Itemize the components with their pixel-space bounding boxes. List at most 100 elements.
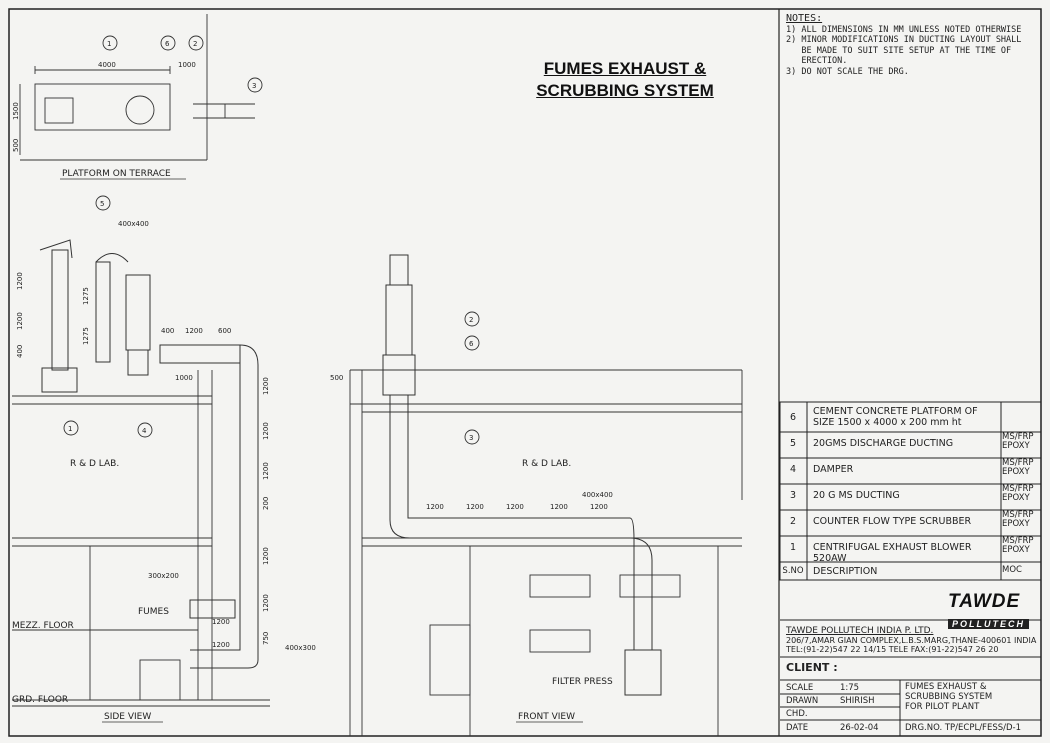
dim-400x300: 400x300 bbox=[285, 644, 316, 652]
dim-1200-fumes: 1200 bbox=[212, 618, 230, 626]
bom-moc: MS/FRP EPOXY bbox=[1002, 432, 1034, 451]
dim-1275-a: 1275 bbox=[82, 287, 90, 305]
client-label: CLIENT : bbox=[786, 661, 838, 674]
dim-1500: 1500 bbox=[12, 102, 20, 120]
company-logo: TAWDE POLLUTECH bbox=[948, 591, 1038, 629]
callout-5-side: 5 bbox=[100, 200, 104, 208]
bom-desc: 20GMS DISCHARGE DUCTING bbox=[813, 438, 954, 449]
company-name: TAWDE POLLUTECH INDIA P. LTD. bbox=[786, 626, 934, 636]
dim-1200-f4: 1200 bbox=[550, 503, 568, 511]
dim-600: 600 bbox=[218, 327, 231, 335]
bom-desc: DAMPER bbox=[813, 464, 854, 475]
dim-1200-vert-a: 1200 bbox=[16, 272, 24, 290]
date-label: DATE bbox=[786, 723, 809, 733]
dim-1200-bottom: 1200 bbox=[212, 641, 230, 649]
bom-moc: MS/FRP EPOXY bbox=[1002, 510, 1034, 529]
company-tel: TEL:(91-22)547 22 14/15 TELE FAX:(91-22)… bbox=[786, 645, 999, 654]
drawing-title-line1: FUMES EXHAUST & bbox=[543, 59, 707, 78]
bom-moc: MS/FRP EPOXY bbox=[1002, 484, 1034, 503]
bom-no: 6 bbox=[789, 412, 797, 423]
chd-label: CHD. bbox=[786, 709, 808, 719]
bom-desc: COUNTER FLOW TYPE SCRUBBER bbox=[813, 516, 972, 527]
titleblock-title-line: SCRUBBING SYSTEM bbox=[905, 692, 993, 702]
note-line: 3) DO NOT SCALE THE DRG. bbox=[786, 66, 909, 77]
bom-header-desc: DESCRIPTION bbox=[813, 566, 878, 577]
dim-1200-f5: 1200 bbox=[590, 503, 608, 511]
side-view-building bbox=[12, 370, 270, 707]
bom-header-moc: MOC bbox=[1002, 565, 1022, 575]
bom-header-no: S.NO bbox=[782, 566, 804, 576]
callout-6-front: 6 bbox=[469, 340, 474, 348]
dim-750: 750 bbox=[262, 632, 270, 645]
dim-1000: 1000 bbox=[178, 61, 196, 69]
bom-no: 1 bbox=[789, 542, 797, 553]
dim-1000-side: 1000 bbox=[175, 374, 193, 382]
front-view-ducting bbox=[382, 254, 662, 696]
filter-press-label: FILTER PRESS bbox=[552, 677, 613, 687]
drawing-number: DRG.NO. TP/ECPL/FESS/D-1 bbox=[905, 723, 1021, 733]
dim-1200-vert-b: 1200 bbox=[16, 312, 24, 330]
bom-moc: MS/FRP EPOXY bbox=[1002, 536, 1034, 555]
dim-1200-f2: 1200 bbox=[466, 503, 484, 511]
fumes-label: FUMES bbox=[138, 607, 169, 617]
scale-label: SCALE bbox=[786, 683, 814, 693]
drawn-label: DRAWN bbox=[786, 696, 819, 706]
bom-moc: MS/FRP EPOXY bbox=[1002, 458, 1034, 477]
dim-400-vert: 400 bbox=[16, 345, 24, 358]
callout-4-side: 4 bbox=[142, 427, 147, 435]
bom-desc: CENTRIFUGAL EXHAUST BLOWER 520AW bbox=[813, 542, 972, 564]
rd-lab-label-side: R & D LAB. bbox=[70, 459, 119, 469]
bom-no: 2 bbox=[789, 516, 797, 527]
titleblock-title-line: FOR PILOT PLANT bbox=[905, 702, 980, 712]
dim-400: 400 bbox=[161, 327, 174, 335]
callout-3-front: 3 bbox=[469, 434, 473, 442]
dim-200: 200 bbox=[262, 497, 270, 510]
dim-500: 500 bbox=[12, 139, 20, 152]
dim-1200-r1: 1200 bbox=[262, 377, 270, 395]
notes-heading: NOTES: bbox=[786, 13, 823, 24]
grd-floor-label: GRD. FLOOR bbox=[12, 695, 68, 705]
bom-table-grid bbox=[779, 401, 1042, 581]
titleblock-title-line: FUMES EXHAUST & bbox=[905, 682, 987, 692]
dim-1200-side-top: 1200 bbox=[185, 327, 203, 335]
drawing-title-line2: SCRUBBING SYSTEM bbox=[536, 81, 714, 100]
bom-no: 5 bbox=[789, 438, 797, 449]
dim-4000: 4000 bbox=[98, 61, 116, 69]
dim-1200-f3: 1200 bbox=[506, 503, 524, 511]
callout-1-platform: 1 bbox=[107, 40, 111, 48]
callout-3-platform: 3 bbox=[252, 82, 256, 90]
scale-value: 1:75 bbox=[840, 683, 860, 693]
bom-no: 3 bbox=[789, 490, 797, 501]
logo-bottom-text: POLLUTECH bbox=[948, 619, 1029, 629]
front-view-label: FRONT VIEW bbox=[518, 712, 575, 722]
dim-1200-f1: 1200 bbox=[426, 503, 444, 511]
callout-2-platform: 2 bbox=[193, 40, 197, 48]
note-line: ERECTION. bbox=[786, 56, 848, 66]
side-view-label: SIDE VIEW bbox=[104, 712, 151, 722]
date-value: 26-02-04 bbox=[840, 723, 879, 733]
company-info: TAWDE POLLUTECH INDIA P. LTD. 206/7,AMAR… bbox=[786, 626, 1041, 655]
dim-1200-r5: 1200 bbox=[262, 594, 270, 612]
rd-lab-label-front: R & D LAB. bbox=[522, 459, 571, 469]
logo-top-text: TAWDE bbox=[948, 591, 1021, 612]
note-line: BE MADE TO SUIT SITE SETUP AT THE TIME O… bbox=[786, 45, 1012, 56]
bom-desc: 20 G MS DUCTING bbox=[813, 490, 900, 501]
callout-2-front: 2 bbox=[469, 316, 473, 324]
notes-block: NOTES: 1) ALL DIMENSIONS IN MM UNLESS NO… bbox=[786, 13, 1041, 77]
bom-no: 4 bbox=[789, 464, 797, 475]
side-view-ducting bbox=[39, 239, 259, 669]
platform-view-label: PLATFORM ON TERRACE bbox=[62, 169, 171, 179]
dim-400x400-front: 400x400 bbox=[582, 491, 613, 499]
company-address: 206/7,AMAR GIAN COMPLEX,L.B.S.MARG,THANE… bbox=[786, 636, 1037, 645]
dim-400x400-side: 400x400 bbox=[118, 220, 149, 228]
drawn-value: SHIRISH bbox=[840, 696, 875, 706]
dim-1200-r4: 1200 bbox=[262, 547, 270, 565]
titleblock-drawing-title: FUMES EXHAUST & SCRUBBING SYSTEM FOR PIL… bbox=[905, 682, 992, 712]
dim-1200-r2: 1200 bbox=[262, 422, 270, 440]
front-view-building bbox=[349, 369, 743, 736]
dim-1275-b: 1275 bbox=[82, 327, 90, 345]
bom-desc: CEMENT CONCRETE PLATFORM OF SIZE 1500 x … bbox=[813, 406, 978, 428]
drawing-title: FUMES EXHAUST & SCRUBBING SYSTEM bbox=[530, 58, 720, 102]
mezz-floor-label: MEZZ. FLOOR bbox=[12, 621, 74, 631]
